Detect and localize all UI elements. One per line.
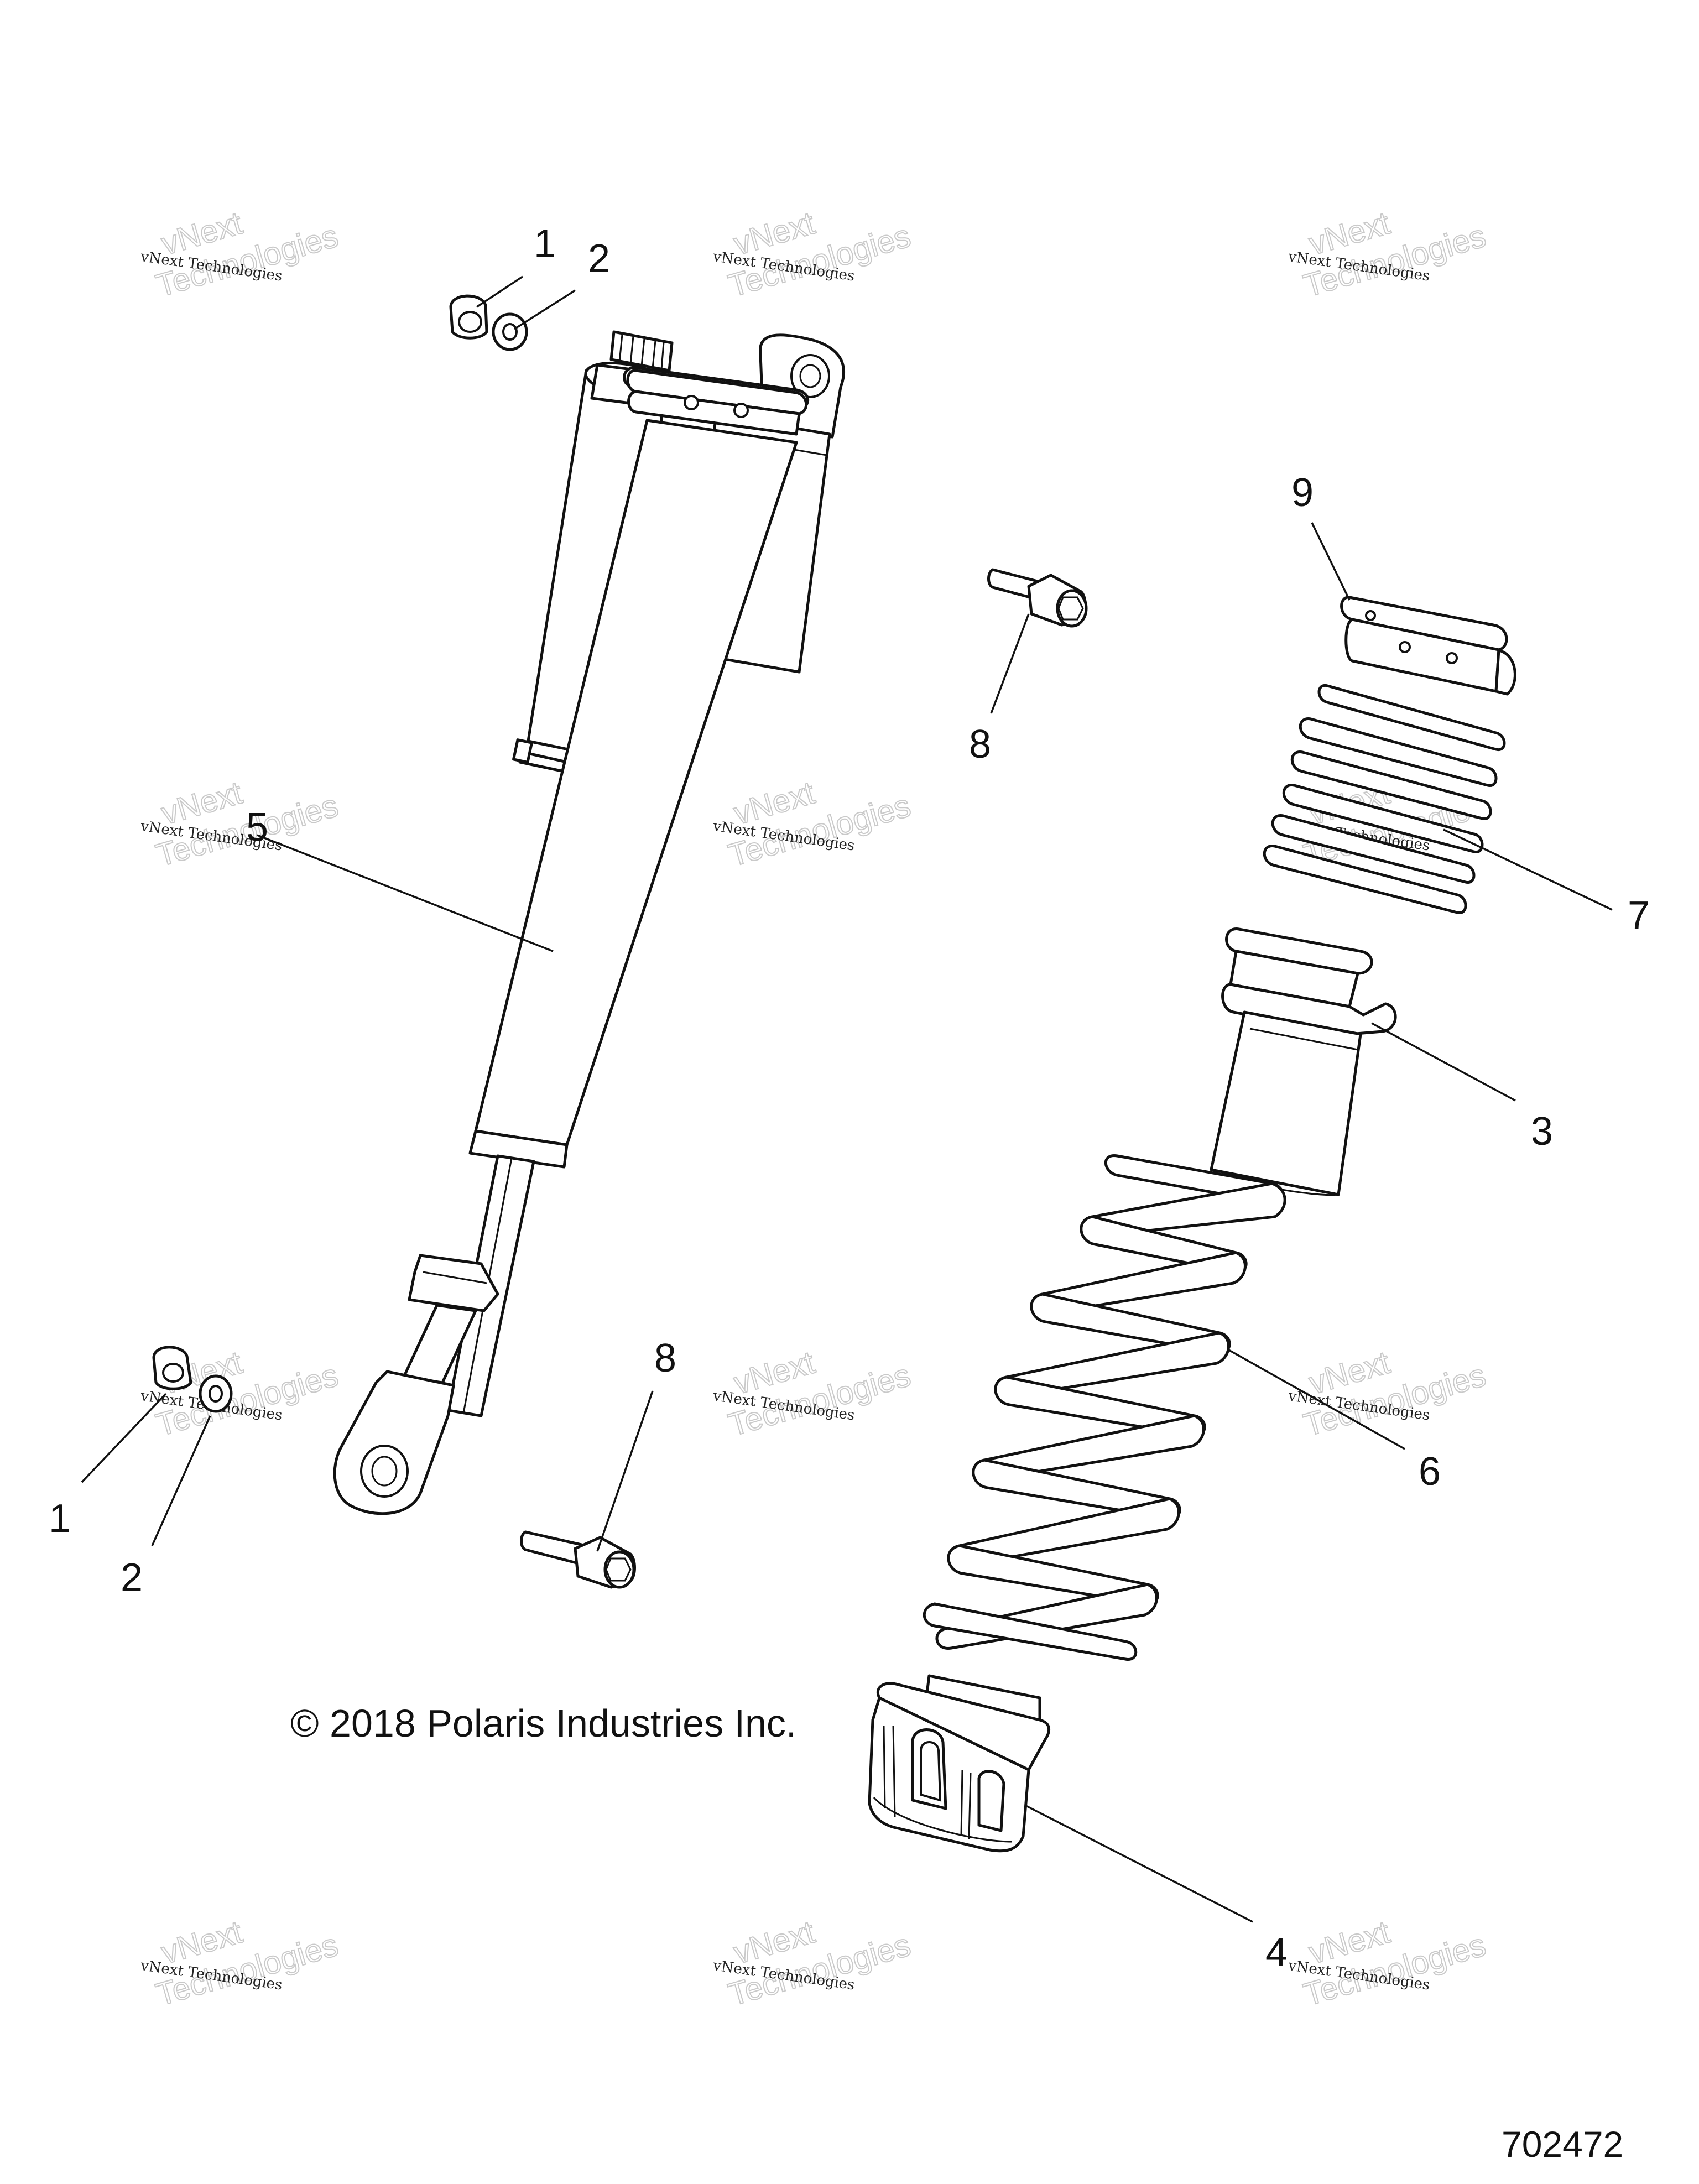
flange-nut-bottom xyxy=(152,1346,192,1390)
leader-6 xyxy=(1227,1348,1405,1450)
callout-1-bottom: 1 xyxy=(49,1497,71,1541)
callout-2-bottom: 2 xyxy=(121,1556,143,1600)
watermark: vNext Technologies vNext Technologies xyxy=(1286,1914,1490,2014)
watermark: vNext Technologies vNext Technologies xyxy=(139,774,342,874)
leader-2-top xyxy=(514,289,576,330)
leader-9 xyxy=(1311,522,1351,601)
callouts: 1 2 9 8 5 7 3 8 6 1 2 4 xyxy=(49,222,1650,1975)
callout-4: 4 xyxy=(1265,1931,1288,1975)
callout-5: 5 xyxy=(246,805,268,849)
flange-bolt-top xyxy=(987,568,1088,628)
callout-6: 6 xyxy=(1419,1450,1441,1494)
figure-number: 702472 xyxy=(1502,2124,1623,2165)
flange-nut-top xyxy=(449,294,488,340)
leader-3 xyxy=(1371,1022,1516,1102)
watermark: vNext Technologies vNext Technologies xyxy=(711,1914,915,2014)
watermark: vNext Technologies vNext Technologies xyxy=(711,774,915,874)
main-coil-spring xyxy=(923,1154,1286,1661)
callout-3: 3 xyxy=(1531,1109,1553,1154)
watermark: vNext Technologies vNext Technologies xyxy=(711,1344,915,1444)
watermark: vNext Technologies vNext Technologies xyxy=(1286,1344,1490,1444)
copyright-notice: © 2018 Polaris Industries Inc. xyxy=(290,1702,796,1745)
watermark: vNext Technologies vNext Technologies xyxy=(1286,205,1490,305)
callout-8-bottom: 8 xyxy=(654,1336,676,1380)
callout-2-top: 2 xyxy=(588,237,610,281)
leader-7 xyxy=(1443,828,1613,911)
tender-spring xyxy=(1263,684,1506,914)
lower-spring-seat xyxy=(868,1674,1051,1853)
spring-seat xyxy=(1210,927,1397,1196)
leader-1-top xyxy=(476,275,523,308)
watermark: vNext Technologies vNext Technologies xyxy=(711,205,915,305)
leader-5 xyxy=(257,834,554,952)
leader-4 xyxy=(1025,1805,1253,1923)
shock-bottom-eyelet xyxy=(333,1370,455,1515)
spring-retainer xyxy=(1340,596,1516,696)
shock-absorber xyxy=(333,330,846,1515)
callout-9: 9 xyxy=(1291,471,1314,515)
callout-1-top: 1 xyxy=(534,222,556,266)
adjuster-knob-icon xyxy=(609,330,674,372)
callout-7: 7 xyxy=(1628,894,1650,938)
watermark: vNext Technologies vNext Technologies xyxy=(139,205,342,305)
leader-1-bottom xyxy=(81,1393,167,1483)
leader-2-bottom xyxy=(151,1415,211,1546)
leader-lines xyxy=(81,275,1613,1923)
watermark: vNext Technologies vNext Technologies xyxy=(139,1914,342,2014)
washer-top xyxy=(492,312,528,351)
leader-8-bottom xyxy=(596,1390,654,1552)
leader-8-top xyxy=(990,613,1030,714)
washer-bottom xyxy=(199,1374,233,1413)
upper-collar-ring xyxy=(626,369,808,436)
callout-8-top: 8 xyxy=(969,722,991,767)
flange-bolt-bottom xyxy=(520,1530,636,1589)
